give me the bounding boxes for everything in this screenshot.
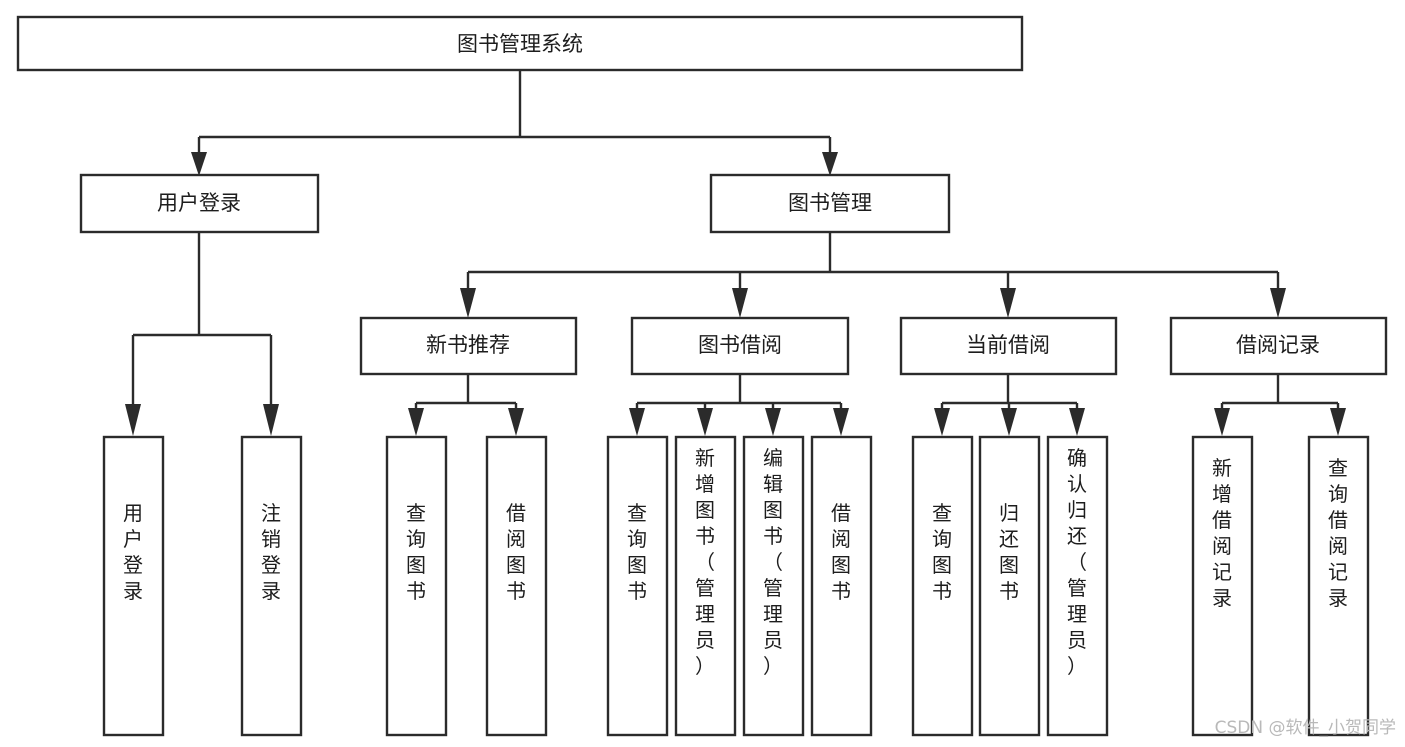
arrow-head-leaf-add-book xyxy=(697,408,713,436)
node-book-manage[interactable]: 图书管理 xyxy=(709,173,951,234)
arrow-head-leaf-confirm-return xyxy=(1069,408,1085,436)
node-new-book-recommend[interactable]: 新书推荐 xyxy=(359,316,578,376)
node-leaf-query-record-label: 查询借阅记录 xyxy=(1328,456,1348,610)
arrow-head-book-borrow xyxy=(732,288,748,318)
node-leaf-confirm-return-label: 确认归还（管理员） xyxy=(1067,446,1087,678)
csdn-watermark: CSDN @软件_小贺同学 xyxy=(1215,718,1396,738)
connector-group-user-login xyxy=(125,232,279,436)
node-leaf-user-login-box[interactable] xyxy=(102,435,165,737)
node-leaf-query-book-1-label: 查询图书 xyxy=(406,501,426,603)
node-leaf-query-book-2-box[interactable] xyxy=(606,435,669,737)
arrow-head-current-borrow xyxy=(1000,288,1016,318)
node-root-label: 图书管理系统 xyxy=(457,32,583,56)
node-book-manage-label: 图书管理 xyxy=(788,191,872,215)
connector-group-borrow-record xyxy=(1214,374,1346,436)
arrow-head-leaf-query-record xyxy=(1330,408,1346,436)
arrow-head-leaf-user-login xyxy=(125,404,141,436)
node-leaf-borrow-book-1-label: 借阅图书 xyxy=(506,501,526,603)
node-leaf-query-record[interactable]: 查询借阅记录 xyxy=(1307,435,1370,737)
node-current-borrow[interactable]: 当前借阅 xyxy=(899,316,1118,376)
node-book-manage-box[interactable] xyxy=(709,173,951,234)
node-book-borrow-box[interactable] xyxy=(630,316,850,376)
node-borrow-record-box[interactable] xyxy=(1169,316,1388,376)
node-book-borrow-label: 图书借阅 xyxy=(698,333,782,357)
node-leaf-borrow-book-2-box[interactable] xyxy=(810,435,873,737)
node-leaf-return-book[interactable]: 归还图书 xyxy=(978,435,1041,737)
connector-group-new-book-recommend xyxy=(408,374,524,436)
node-user-login-label: 用户登录 xyxy=(157,191,241,215)
connector-group-root xyxy=(191,70,838,176)
arrow-head-leaf-borrow-book-2 xyxy=(833,408,849,436)
node-leaf-logout-box[interactable] xyxy=(240,435,303,737)
arrow-head-user-login xyxy=(191,152,207,176)
arrow-head-new-book-recommend xyxy=(460,288,476,318)
node-leaf-query-record-box[interactable] xyxy=(1307,435,1370,737)
arrow-head-leaf-return-book xyxy=(1001,408,1017,436)
node-new-book-recommend-label: 新书推荐 xyxy=(426,333,510,357)
connector-group-book-borrow xyxy=(629,374,849,436)
connector-group-book-manage xyxy=(460,232,1286,318)
node-leaf-query-book-1-box[interactable] xyxy=(385,435,448,737)
connector-group-current-borrow xyxy=(934,374,1085,436)
node-leaf-add-book-box[interactable] xyxy=(674,435,737,737)
node-leaf-query-book-1[interactable]: 查询图书 xyxy=(385,435,448,737)
node-leaf-borrow-book-1-box[interactable] xyxy=(485,435,548,737)
arrow-head-leaf-query-book-3 xyxy=(934,408,950,436)
node-leaf-add-record-label: 新增借阅记录 xyxy=(1212,456,1232,610)
node-leaf-confirm-return[interactable]: 确认归还（管理员） xyxy=(1046,435,1109,737)
node-user-login[interactable]: 用户登录 xyxy=(79,173,320,234)
node-book-borrow[interactable]: 图书借阅 xyxy=(630,316,850,376)
node-leaf-query-book-2-label: 查询图书 xyxy=(627,501,647,603)
node-leaf-return-book-label: 归还图书 xyxy=(999,501,1019,603)
node-leaf-borrow-book-2-label: 借阅图书 xyxy=(831,501,851,603)
node-leaf-borrow-book-1[interactable]: 借阅图书 xyxy=(485,435,548,737)
node-borrow-record[interactable]: 借阅记录 xyxy=(1169,316,1388,376)
arrow-head-borrow-record xyxy=(1270,288,1286,318)
node-root-box[interactable] xyxy=(16,15,1024,72)
arrow-head-leaf-query-book-1 xyxy=(408,408,424,436)
node-leaf-return-book-box[interactable] xyxy=(978,435,1041,737)
node-leaf-add-book-label: 新增图书（管理员） xyxy=(695,446,715,678)
node-leaf-confirm-return-box[interactable] xyxy=(1046,435,1109,737)
arrow-head-leaf-query-book-2 xyxy=(629,408,645,436)
node-user-login-box[interactable] xyxy=(79,173,320,234)
arrow-head-leaf-borrow-book-1 xyxy=(508,408,524,436)
node-leaf-add-record[interactable]: 新增借阅记录 xyxy=(1191,435,1254,737)
node-leaf-query-book-3[interactable]: 查询图书 xyxy=(911,435,974,737)
node-current-borrow-box[interactable] xyxy=(899,316,1118,376)
arrow-head-leaf-add-record xyxy=(1214,408,1230,436)
node-leaf-add-book[interactable]: 新增图书（管理员） xyxy=(674,435,737,737)
node-leaf-edit-book-label: 编辑图书（管理员） xyxy=(763,446,783,678)
node-leaf-query-book-2[interactable]: 查询图书 xyxy=(606,435,669,737)
arrow-head-leaf-edit-book xyxy=(765,408,781,436)
node-borrow-record-label: 借阅记录 xyxy=(1236,333,1320,357)
node-leaf-edit-book[interactable]: 编辑图书（管理员） xyxy=(742,435,805,737)
node-leaf-borrow-book-2[interactable]: 借阅图书 xyxy=(810,435,873,737)
node-leaf-user-login-label: 用户登录 xyxy=(123,501,143,603)
node-leaf-edit-book-box[interactable] xyxy=(742,435,805,737)
node-current-borrow-label: 当前借阅 xyxy=(966,333,1050,357)
node-leaf-query-book-3-box[interactable] xyxy=(911,435,974,737)
node-root[interactable]: 图书管理系统 xyxy=(16,15,1024,72)
node-leaf-add-record-box[interactable] xyxy=(1191,435,1254,737)
node-leaf-query-book-3-label: 查询图书 xyxy=(932,501,952,603)
arrow-head-leaf-logout xyxy=(263,404,279,436)
node-leaf-logout-label: 注销登录 xyxy=(261,501,281,603)
node-new-book-recommend-box[interactable] xyxy=(359,316,578,376)
node-leaf-user-login[interactable]: 用户登录 xyxy=(102,435,165,737)
node-leaf-logout[interactable]: 注销登录 xyxy=(240,435,303,737)
arrow-head-book-manage xyxy=(822,152,838,176)
